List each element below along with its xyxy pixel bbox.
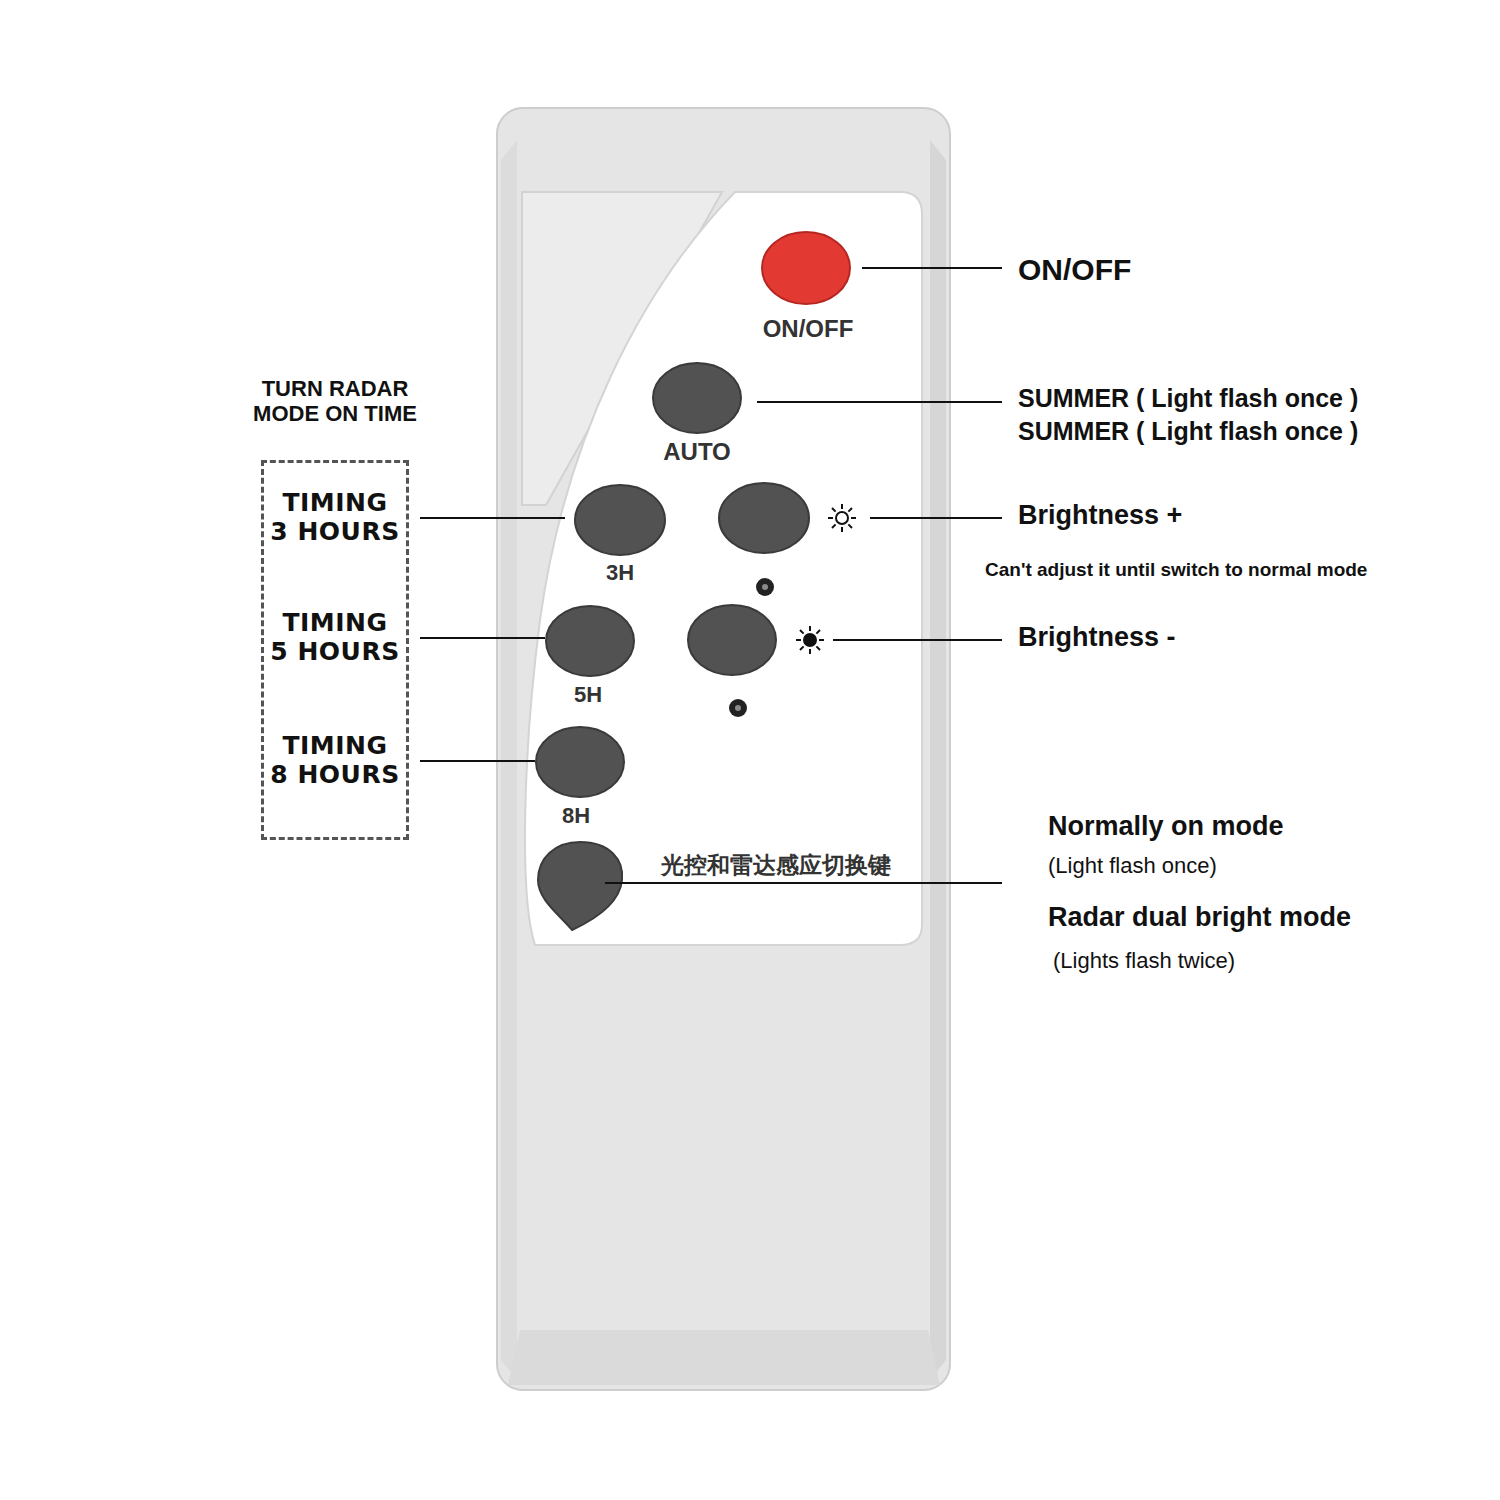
callout-text: Brightness - <box>1018 622 1176 653</box>
remote-bottom-shade <box>508 1330 940 1385</box>
mode-button <box>538 842 622 930</box>
callout-text: SUMMER ( Light flash once ) <box>1018 417 1358 446</box>
callout-note: Can't adjust it until switch to normal m… <box>985 559 1367 581</box>
sun-icon-disc <box>836 512 848 524</box>
button-label: 5H <box>574 682 602 707</box>
timer-button <box>575 485 665 555</box>
callout-text: Normally on mode <box>1048 811 1284 842</box>
indicator-dot <box>735 705 741 711</box>
auto-button <box>653 363 741 433</box>
power-button <box>762 232 850 304</box>
button-panel <box>525 192 922 945</box>
leader-lines <box>420 268 1002 883</box>
indicator-dot <box>756 578 774 596</box>
leader-line <box>833 639 1002 641</box>
leader-line <box>420 517 565 519</box>
button-label: 8H <box>562 803 590 828</box>
leader-line <box>870 517 1002 519</box>
sun-icon <box>796 626 824 654</box>
leader-line <box>757 401 1002 403</box>
button-label: AUTO <box>663 438 731 466</box>
callout-text: Radar dual bright mode <box>1048 902 1351 933</box>
timer-button <box>546 606 634 676</box>
sun-icon <box>828 504 856 532</box>
callout-note: (Lights flash twice) <box>1053 948 1235 973</box>
timing-label: TIMING 5 HOURS <box>270 609 400 667</box>
remote-body <box>497 108 950 1390</box>
indicator-dot <box>762 584 768 590</box>
callout-text: Brightness + <box>1018 500 1182 531</box>
group-heading: TURN RADAR MODE ON TIME <box>238 376 433 427</box>
timing-group: TURN RADAR MODE ON TIMETIMING 3 HOURSTIM… <box>261 460 409 840</box>
leader-line <box>605 882 1002 884</box>
button-label: ON/OFF <box>763 315 854 343</box>
sun-icon-rays <box>828 504 856 532</box>
indicator-dot <box>729 699 747 717</box>
callout-note: (Light flash once) <box>1048 853 1217 878</box>
leader-line <box>420 637 545 639</box>
sun-icon-rays <box>796 626 824 654</box>
remote-side-shade <box>930 140 946 1380</box>
leader-line <box>862 267 1002 269</box>
brightness-button <box>688 605 776 675</box>
sun-icon-disc <box>804 634 816 646</box>
callout-text: SUMMER ( Light flash once ) <box>1018 384 1358 413</box>
callout-text: ON/OFF <box>1018 253 1131 288</box>
leader-line <box>420 760 535 762</box>
timing-label: TIMING 3 HOURS <box>270 489 400 547</box>
timer-button <box>536 727 624 797</box>
timing-label: TIMING 8 HOURS <box>270 732 400 790</box>
button-label: 光控和雷达感应切换键 <box>661 852 891 878</box>
brightness-button <box>719 483 809 553</box>
button-label: 3H <box>606 560 634 585</box>
